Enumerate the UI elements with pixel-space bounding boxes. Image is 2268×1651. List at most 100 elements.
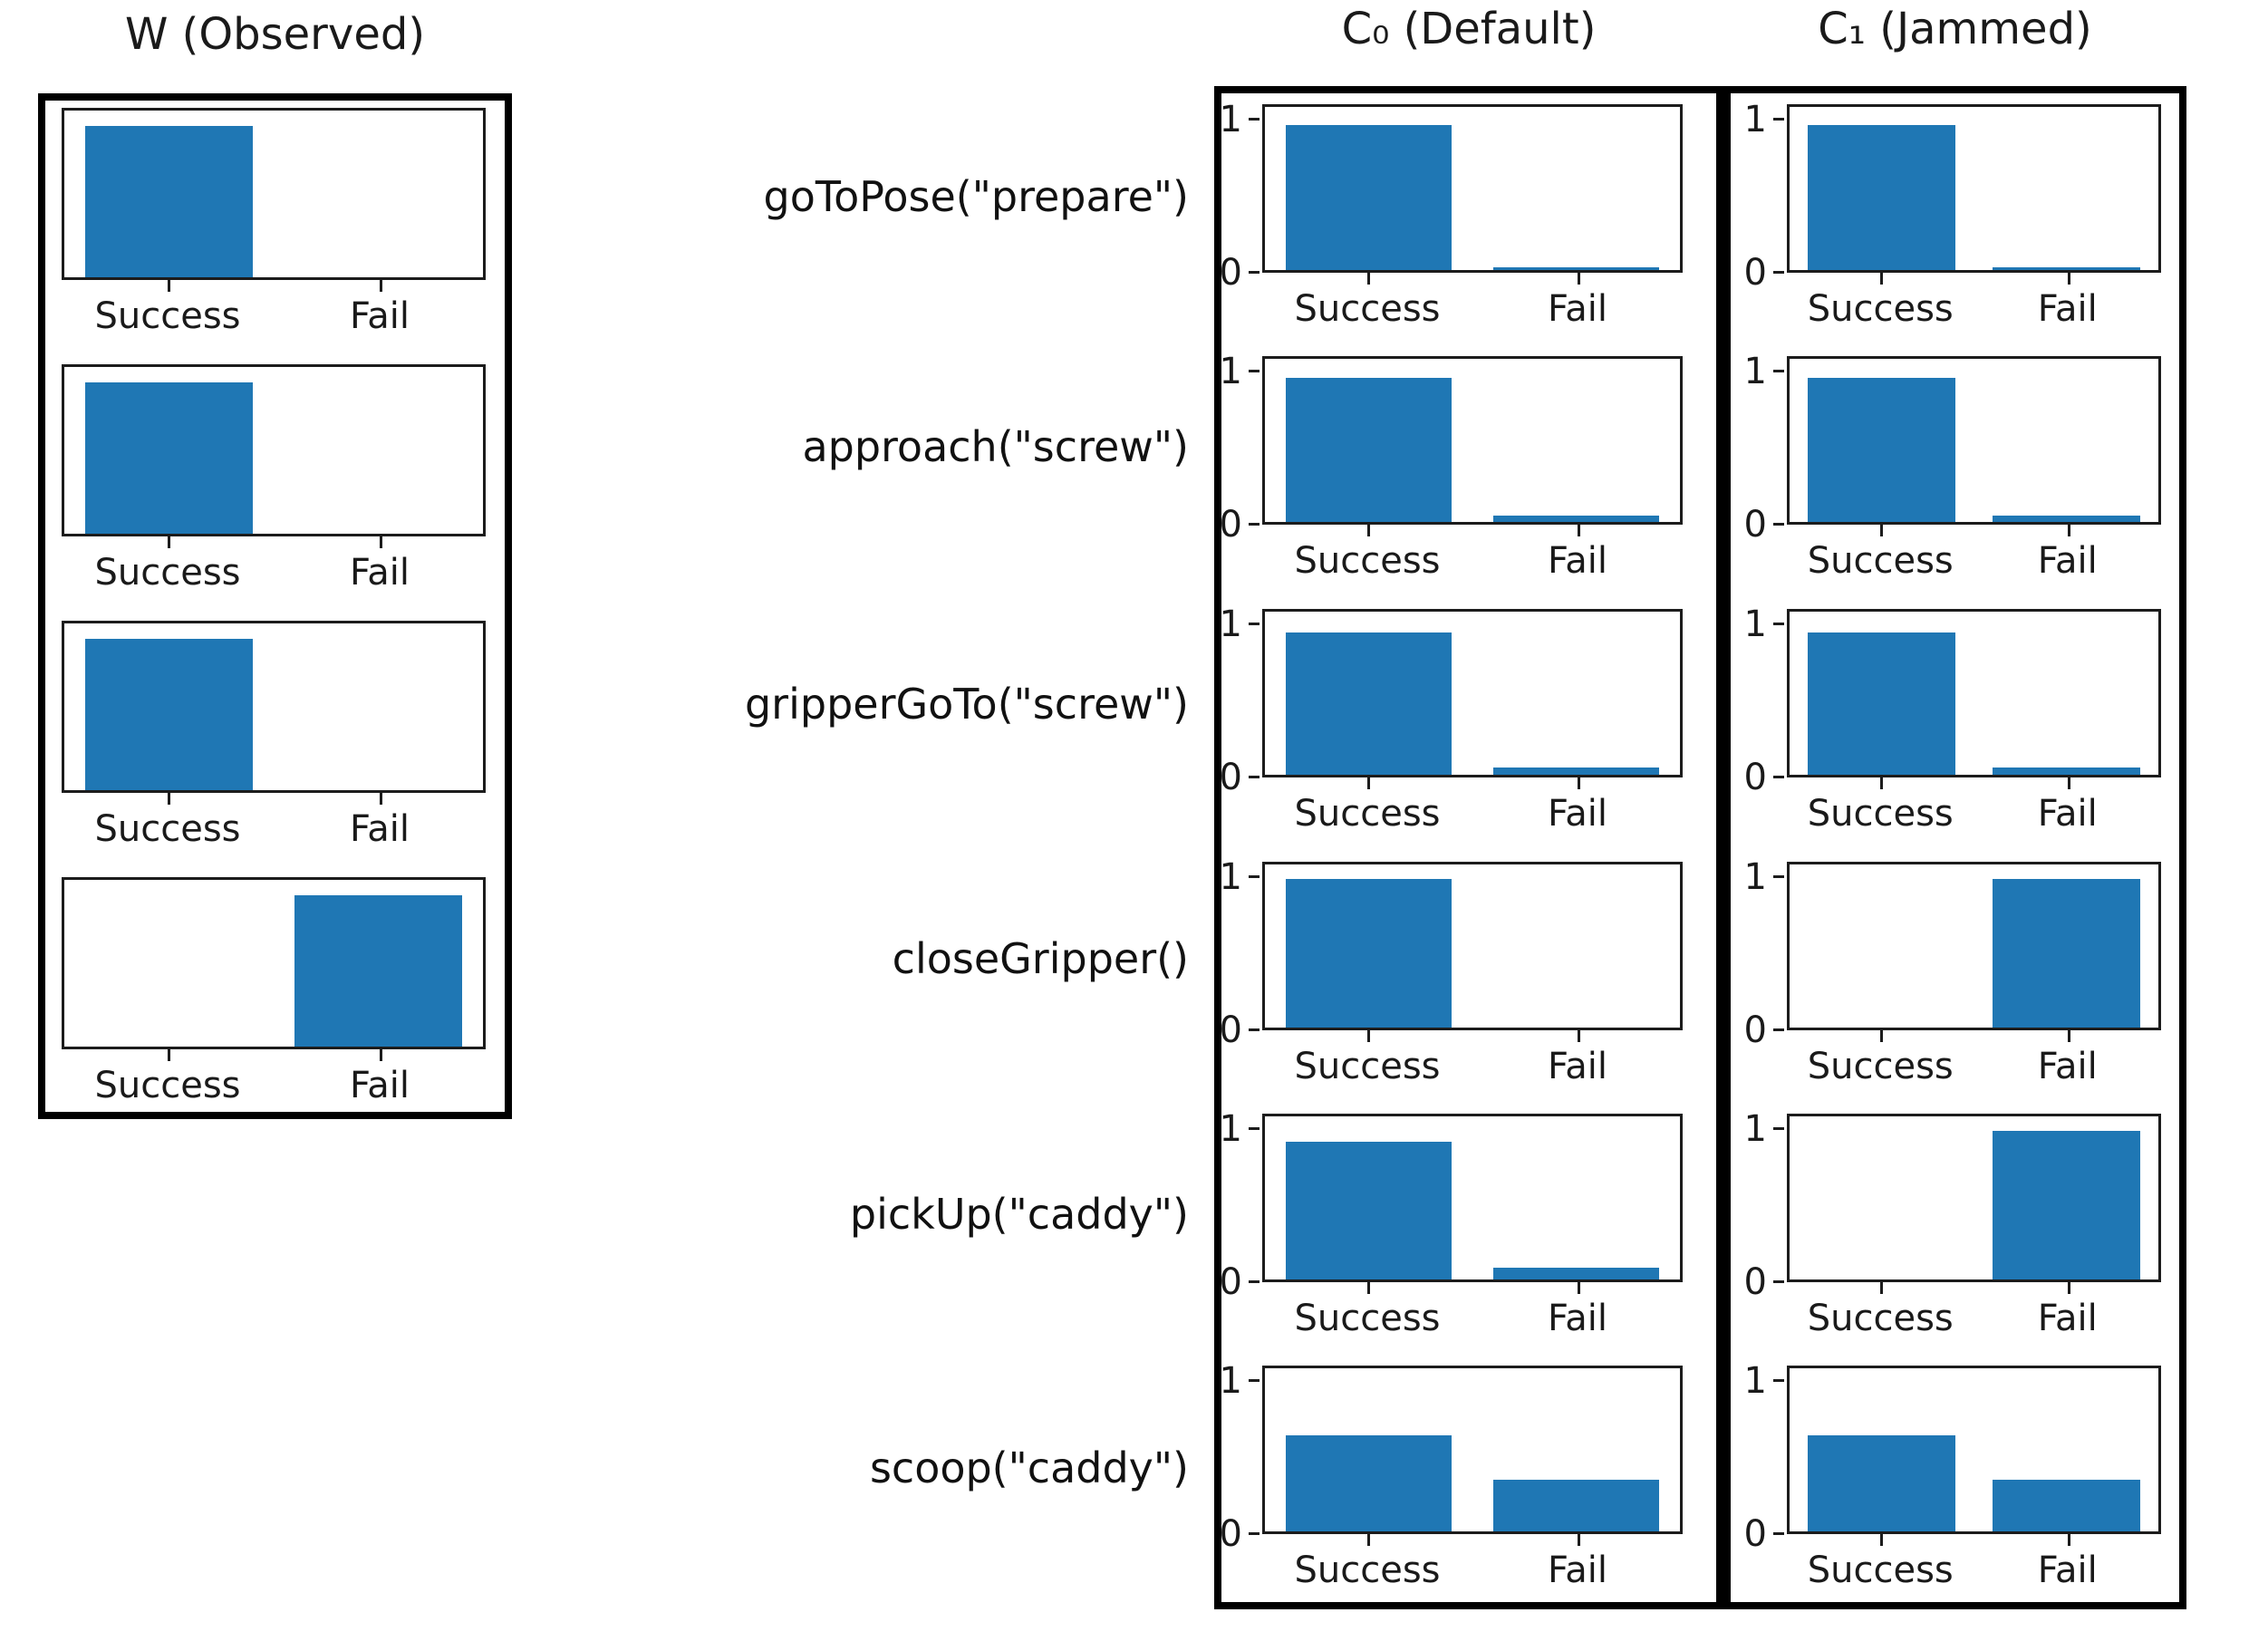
- x-label-success: Success: [1294, 793, 1441, 835]
- success-bar: [1285, 1434, 1452, 1531]
- x-tick-success: [1880, 1282, 1884, 1294]
- x-label-fail: Fail: [1547, 1550, 1608, 1591]
- x-tick-fail: [380, 793, 382, 805]
- x-label-success: Success: [1807, 540, 1954, 582]
- x-label-success: Success: [1807, 1550, 1954, 1591]
- x-label-fail: Fail: [2037, 1046, 2098, 1087]
- y-tick-label: 0: [1219, 504, 1242, 546]
- panel-title-c0-default: C₀ (Default): [1341, 4, 1597, 54]
- action-label: scoop("caddy"): [869, 1443, 1189, 1492]
- y-tick-mark: [1773, 1532, 1784, 1535]
- y-tick-mark: [1773, 776, 1784, 778]
- panel-title-c1-jammed: C₁ (Jammed): [1818, 4, 2092, 54]
- bar-subplot: Success Fail 1 0: [1220, 351, 1683, 581]
- x-label-fail: Fail: [1547, 1046, 1608, 1087]
- success-bar: [85, 638, 253, 790]
- axes-frame: [1787, 609, 2161, 777]
- axes-frame: [62, 621, 486, 793]
- y-tick-label: 1: [1219, 1359, 1242, 1402]
- success-bar: [85, 381, 253, 534]
- x-tick-success: [1880, 273, 1884, 285]
- action-label: closeGripper(): [892, 934, 1189, 983]
- x-label-success: Success: [1294, 1550, 1441, 1591]
- x-label-fail: Fail: [1547, 540, 1608, 582]
- success-bar: [1808, 632, 1956, 775]
- x-label-fail: Fail: [349, 295, 410, 337]
- x-tick-fail: [1578, 525, 1580, 536]
- x-label-success: Success: [1294, 540, 1441, 582]
- x-tick-success: [1367, 273, 1370, 285]
- y-tick-label: 0: [1219, 1513, 1242, 1555]
- axes-frame: [1787, 356, 2161, 525]
- x-label-success: Success: [1294, 1046, 1441, 1087]
- fail-bar: [1492, 1267, 1660, 1279]
- y-tick-mark: [1773, 369, 1784, 372]
- x-label-fail: Fail: [1547, 1298, 1608, 1339]
- action-label: gripperGoTo("screw"): [744, 680, 1189, 729]
- success-bar: [85, 125, 253, 277]
- y-tick-mark: [1773, 1280, 1784, 1283]
- x-label-success: Success: [1294, 288, 1441, 330]
- y-tick-label: 1: [1743, 1107, 1767, 1150]
- x-label-success: Success: [94, 552, 241, 594]
- y-tick-mark: [1773, 622, 1784, 625]
- success-bar: [1808, 1434, 1956, 1531]
- y-tick-mark: [1249, 874, 1259, 878]
- y-tick-label: 0: [1743, 252, 1767, 294]
- y-tick-mark: [1773, 874, 1784, 878]
- bar-subplot: Success Fail: [62, 108, 486, 336]
- axes-frame: [62, 364, 486, 536]
- x-label-fail: Fail: [349, 808, 410, 850]
- success-bar: [1285, 1141, 1452, 1279]
- y-tick-label: 1: [1219, 1107, 1242, 1150]
- bar-subplot: Success Fail: [62, 364, 486, 593]
- x-tick-success: [168, 536, 170, 548]
- axes-frame: [1787, 104, 2161, 273]
- success-bar: [1808, 378, 1956, 522]
- y-tick-mark: [1249, 1028, 1259, 1031]
- axes-frame: [1262, 104, 1683, 273]
- axes-frame: [1787, 1114, 2161, 1282]
- y-tick-label: 1: [1743, 855, 1767, 898]
- y-tick-label: 1: [1219, 98, 1242, 140]
- action-label-column: goToPose("prepare")approach("screw")grip…: [507, 0, 1189, 1651]
- x-label-success: Success: [1807, 288, 1954, 330]
- axes-frame: [1262, 862, 1683, 1030]
- y-tick-label: 0: [1743, 757, 1767, 798]
- x-tick-fail: [2067, 1030, 2070, 1042]
- y-tick-mark: [1773, 1028, 1784, 1031]
- axes-frame: [62, 108, 486, 280]
- x-tick-fail: [1578, 273, 1580, 285]
- y-tick-label: 0: [1743, 1513, 1767, 1555]
- y-tick-label: 0: [1743, 504, 1767, 546]
- y-tick-label: 1: [1219, 350, 1242, 392]
- y-tick-label: 0: [1743, 1261, 1767, 1303]
- x-tick-fail: [2067, 1534, 2070, 1546]
- x-tick-fail: [380, 280, 382, 292]
- x-tick-fail: [2067, 273, 2070, 285]
- y-tick-mark: [1249, 622, 1259, 625]
- y-tick-label: 0: [1219, 1261, 1242, 1303]
- y-tick-mark: [1773, 1126, 1784, 1130]
- y-tick-label: 1: [1743, 350, 1767, 392]
- y-tick-mark: [1249, 369, 1259, 372]
- y-tick-mark: [1249, 1126, 1259, 1130]
- x-label-fail: Fail: [2037, 288, 2098, 330]
- axes-frame: [1262, 609, 1683, 777]
- x-label-fail: Fail: [349, 552, 410, 594]
- x-tick-success: [168, 793, 170, 805]
- x-label-success: Success: [94, 1065, 241, 1106]
- panel-title-w-observed: W (Observed): [124, 9, 426, 60]
- y-tick-mark: [1249, 1378, 1259, 1382]
- x-label-success: Success: [94, 295, 241, 337]
- success-bar: [1285, 632, 1452, 775]
- y-tick-label: 0: [1743, 1009, 1767, 1051]
- y-tick-label: 1: [1743, 98, 1767, 140]
- y-tick-label: 1: [1219, 855, 1242, 898]
